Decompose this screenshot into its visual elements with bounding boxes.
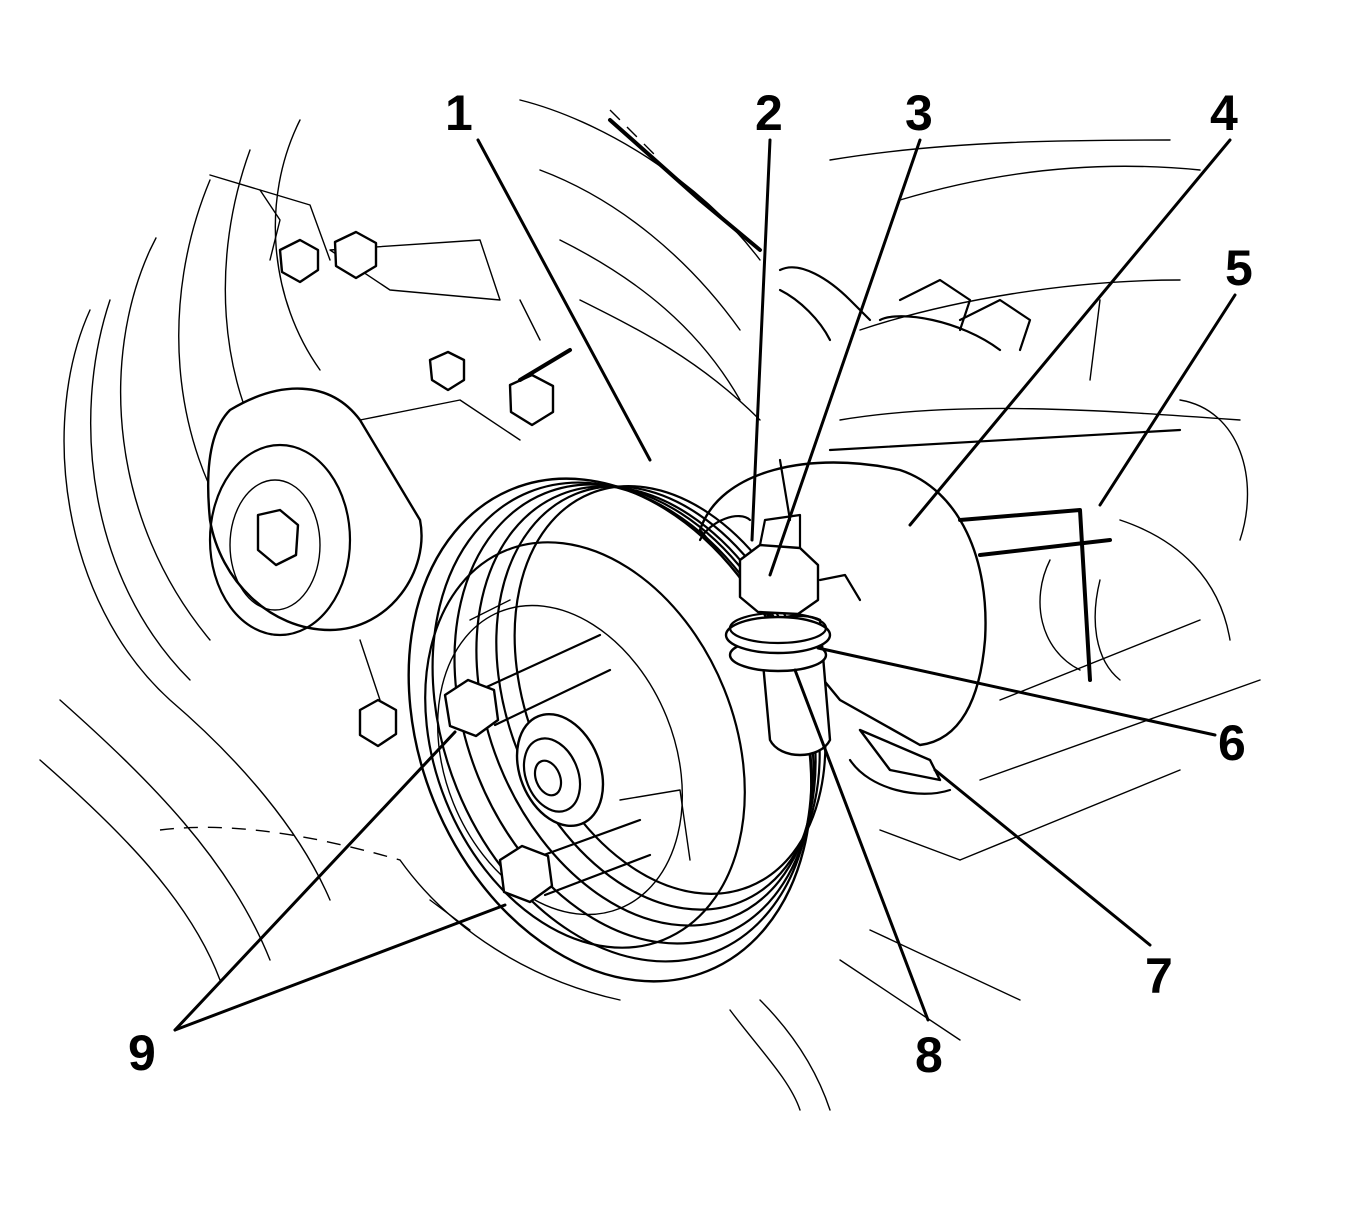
leader-lines xyxy=(173,138,1237,1032)
callout-7: 7 xyxy=(1145,948,1173,1004)
leader-5 xyxy=(1098,293,1237,507)
leader-1 xyxy=(476,138,652,462)
leader-4 xyxy=(908,138,1232,527)
callout-1: 1 xyxy=(445,85,473,141)
callout-labels: 1 2 3 4 5 6 7 8 9 xyxy=(128,85,1253,1083)
leader-9b xyxy=(173,903,507,1032)
pump-body xyxy=(698,266,1182,747)
callout-3: 3 xyxy=(905,85,933,141)
leader-2 xyxy=(750,138,772,542)
leader-8 xyxy=(793,668,930,1022)
bracket-tab xyxy=(848,728,952,795)
callout-6: 6 xyxy=(1218,715,1246,771)
pressure-fitting xyxy=(698,458,862,757)
engine-background xyxy=(39,99,1261,1111)
leader-7 xyxy=(933,768,1152,947)
callout-5: 5 xyxy=(1225,240,1253,296)
leader-3 xyxy=(768,138,922,577)
callout-9: 9 xyxy=(128,1025,156,1081)
upper-mounting-bolts xyxy=(278,230,572,427)
pulley-bolts xyxy=(443,633,652,904)
callout-2: 2 xyxy=(755,85,783,141)
callout-4: 4 xyxy=(1210,85,1238,141)
callout-8: 8 xyxy=(915,1027,943,1083)
leader-9a xyxy=(173,730,457,1032)
leader-6 xyxy=(816,646,1217,737)
tensioner-pulley xyxy=(207,387,521,748)
